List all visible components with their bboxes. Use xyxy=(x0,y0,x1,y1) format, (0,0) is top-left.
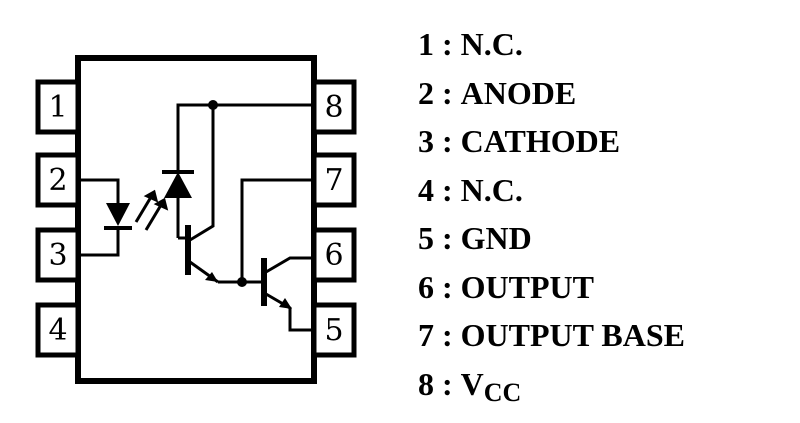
pin-6-label: 6 xyxy=(324,238,343,273)
legend-sep: : xyxy=(442,123,453,159)
legend-row-1: 1:N.C. xyxy=(418,20,685,69)
legend-label: N.C. xyxy=(460,26,523,62)
legend-row-2: 2:ANODE xyxy=(418,69,685,118)
pin-5-box xyxy=(311,302,357,358)
pin-2-label: 2 xyxy=(48,163,67,198)
legend-num: 8 xyxy=(418,365,434,402)
legend-label: GND xyxy=(460,220,532,256)
pin-1-box xyxy=(35,79,81,135)
right-pins xyxy=(311,79,357,358)
legend-row-3: 3:CATHODE xyxy=(418,117,685,166)
light-arrows xyxy=(134,189,169,231)
pin-legend: 1:N.C. 2:ANODE 3:CATHODE 4:N.C. 5:GND 6:… xyxy=(418,20,685,417)
legend-label: CATHODE xyxy=(460,123,621,159)
legend-label: OUTPUT BASE xyxy=(460,317,686,353)
junction-vcc xyxy=(208,100,218,110)
legend-sep: : xyxy=(442,365,453,402)
transistor-2-emitter-arrow xyxy=(279,298,292,309)
legend-num: 3 xyxy=(418,123,434,159)
pin-4-label: 4 xyxy=(48,313,67,348)
legend-num: 4 xyxy=(418,171,434,208)
photodiode-triangle xyxy=(164,172,192,198)
photodiode-wiring xyxy=(176,103,314,240)
legend-row-5: 5:GND xyxy=(418,214,685,263)
legend-label: N.C. xyxy=(460,171,523,208)
pin-5-label: 5 xyxy=(324,313,343,348)
ic-package-body xyxy=(75,55,317,384)
pin-8-label: 8 xyxy=(324,90,343,125)
legend-row-8: 8:VCC xyxy=(418,360,685,418)
legend-sep: : xyxy=(442,26,453,62)
transistor-1 xyxy=(185,105,219,284)
input-led-circuit xyxy=(78,178,120,257)
legend-num: 7 xyxy=(418,317,434,353)
legend-label: V xyxy=(460,365,484,402)
legend-num: 5 xyxy=(418,220,434,256)
legend-row-6: 6:OUTPUT xyxy=(418,263,685,312)
legend-sep: : xyxy=(442,317,453,353)
legend-num: 1 xyxy=(418,26,434,62)
legend-num: 2 xyxy=(418,74,434,111)
legend-label: OUTPUT xyxy=(460,268,594,305)
transistor-2 xyxy=(261,256,314,332)
pin-1-label: 1 xyxy=(48,90,67,125)
legend-sep: : xyxy=(442,220,453,256)
led-triangle xyxy=(106,203,130,226)
pin-7-box xyxy=(311,152,357,208)
junction-base xyxy=(237,277,247,287)
legend-sep: : xyxy=(442,74,453,111)
pin-3-label: 3 xyxy=(48,238,67,273)
legend-row-7: 7:OUTPUT BASE xyxy=(418,311,685,360)
legend-sep: : xyxy=(442,268,453,305)
legend-num: 6 xyxy=(418,268,434,305)
legend-sep: : xyxy=(442,171,453,208)
legend-label: ANODE xyxy=(460,74,577,111)
legend-label-subscript: CC xyxy=(483,377,522,407)
pin-6-box xyxy=(311,227,357,283)
pin-8-box xyxy=(311,79,357,135)
transistor-1-emitter-arrow xyxy=(205,272,218,282)
pin-4-box xyxy=(35,302,81,358)
pin-7-label: 7 xyxy=(324,163,343,198)
legend-row-4: 4:N.C. xyxy=(418,166,685,215)
